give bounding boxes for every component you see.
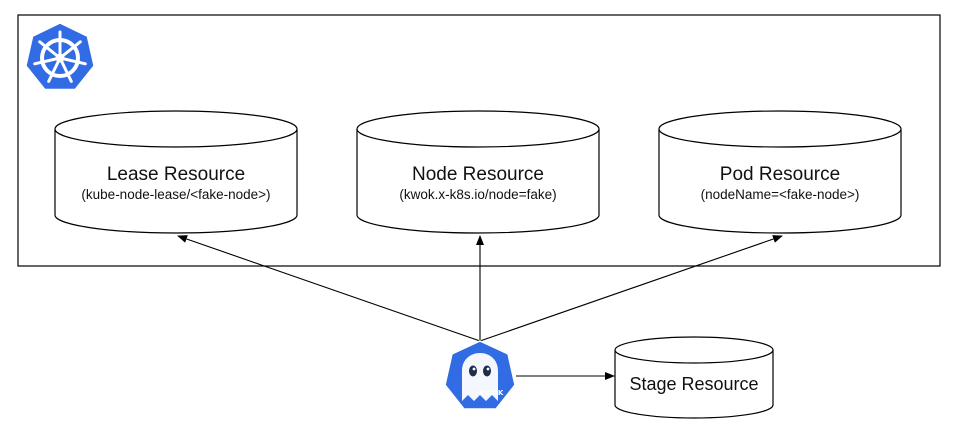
kwok-ghost-icon: KWOK bbox=[444, 340, 516, 410]
kubernetes-logo-icon bbox=[25, 22, 95, 91]
pod-resource-subtitle: (nodeName=<fake-node>) bbox=[701, 187, 860, 202]
pod-resource-title: Pod Resource bbox=[720, 164, 840, 185]
node-resource-title: Node Resource bbox=[412, 164, 544, 185]
node-resource-subtitle: (kwok.x-k8s.io/node=fake) bbox=[399, 187, 556, 202]
lease-resource-title: Lease Resource bbox=[107, 164, 245, 185]
lease-resource-cylinder: Lease Resource (kube-node-lease/<fake-no… bbox=[54, 110, 298, 234]
arrow-to-pod-resource bbox=[479, 235, 783, 342]
stage-resource-cylinder: Stage Resource bbox=[614, 336, 774, 419]
node-resource-cylinder: Node Resource (kwok.x-k8s.io/node=fake) bbox=[356, 110, 600, 234]
stage-resource-title: Stage Resource bbox=[629, 374, 758, 394]
kwok-label: KWOK bbox=[479, 389, 504, 397]
lease-resource-subtitle: (kube-node-lease/<fake-node>) bbox=[81, 187, 270, 202]
pod-resource-cylinder: Pod Resource (nodeName=<fake-node>) bbox=[658, 110, 902, 234]
arrow-to-lease-resource bbox=[177, 235, 481, 342]
